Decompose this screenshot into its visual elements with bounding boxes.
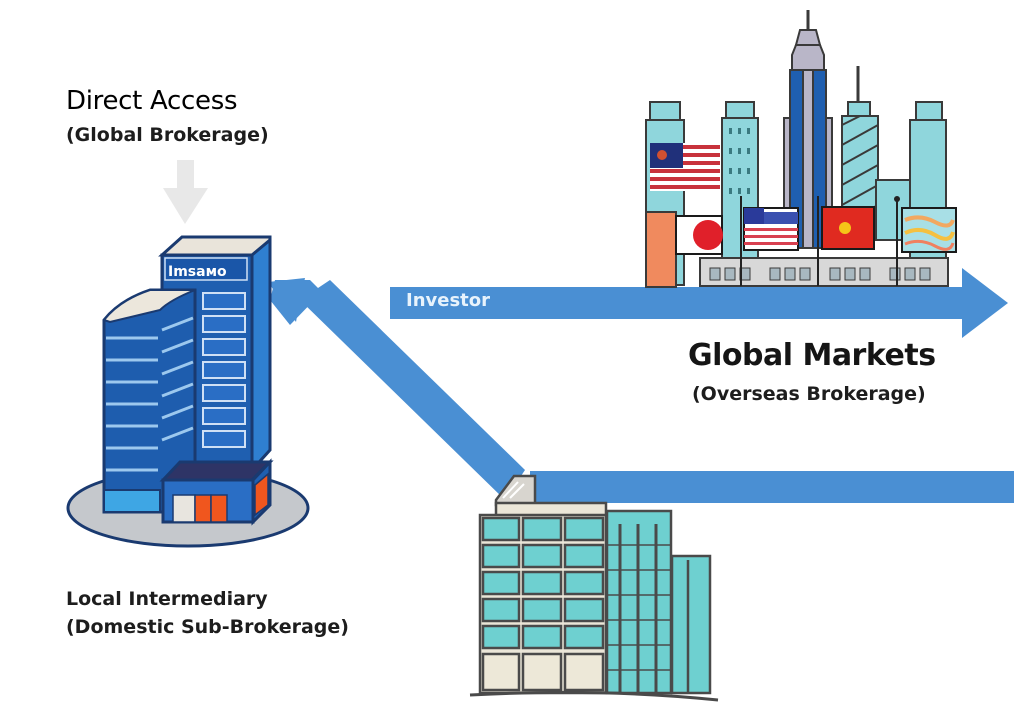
japan-flag (675, 215, 723, 255)
local-intermediary-building (469, 474, 719, 702)
multicolor-flag (894, 196, 957, 286)
local-intermediary-title: Local Intermediary (66, 588, 268, 610)
us-style-flag (650, 143, 720, 191)
direct-access-title: Direct Access (66, 86, 238, 116)
investor-arrow (390, 268, 1008, 338)
bottom-horizontal-bar (530, 471, 1014, 503)
direct-access-building (66, 235, 310, 548)
down-arrow-icon (163, 160, 208, 224)
striped-union-flag (740, 196, 799, 286)
global-markets-subtitle: (Overseas Brokerage) (692, 383, 926, 405)
global-markets-title: Global Markets (688, 338, 936, 373)
diagonal-arrow (268, 278, 525, 500)
local-intermediary-subtitle: (Domestic Sub-Brokerage) (66, 616, 349, 638)
direct-access-subtitle: (Global Brokerage) (66, 124, 269, 146)
investor-label: Investor (406, 290, 491, 311)
red-sun-flag (817, 196, 875, 286)
building-sign: Imsaмo (168, 264, 227, 280)
